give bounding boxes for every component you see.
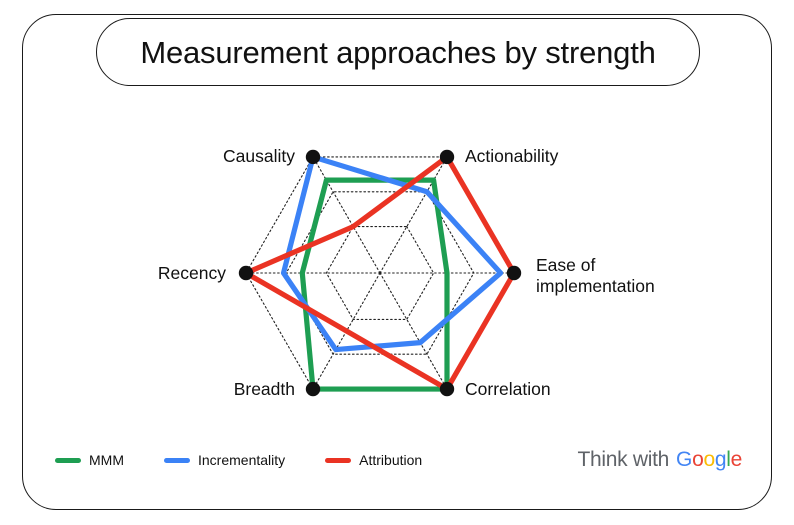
axis-label-recency: Recency <box>158 263 226 283</box>
axis-label-line: Actionability <box>465 146 559 166</box>
google-wordmark: Google <box>676 448 742 472</box>
axis-label-causality: Causality <box>223 146 295 166</box>
legend-swatch-icon <box>325 457 352 463</box>
axis-vertex-dot <box>238 265 254 281</box>
axis-vertex-dot <box>439 149 455 165</box>
google-letter: g <box>714 448 727 471</box>
branding-prefix: Think with <box>577 448 670 471</box>
axis-vertex-dot <box>305 381 321 397</box>
axis-label-actionability: Actionability <box>465 146 559 166</box>
axis-spoke-causality <box>312 156 381 274</box>
series-polygon-incrementality <box>280 154 504 353</box>
legend-item-incrementality[interactable]: Incrementality <box>164 452 285 468</box>
axis-spoke-correlation <box>379 272 448 390</box>
google-letter: G <box>676 448 693 471</box>
legend-swatch-icon <box>164 457 190 463</box>
card-frame <box>22 14 772 510</box>
title-pill: Measurement approaches by strength <box>96 18 700 86</box>
legend-label: MMM <box>89 452 124 468</box>
axis-vertex-dot <box>439 381 455 397</box>
axis-label-line: Breadth <box>234 379 295 399</box>
page-title: Measurement approaches by strength <box>140 34 656 70</box>
axis-vertex-dot <box>305 149 321 165</box>
legend-label: Attribution <box>359 452 423 468</box>
axis-label-breadth: Breadth <box>234 379 295 399</box>
axis-label-line: Causality <box>223 146 295 166</box>
chart-legend: MMM Incrementality Attribution <box>55 452 422 468</box>
grid-ring-1 <box>325 226 435 320</box>
google-letter: o <box>692 448 704 471</box>
axis-spoke-actionability <box>379 156 448 274</box>
axis-label-line: Correlation <box>465 379 551 399</box>
google-letter: l <box>726 448 731 471</box>
axis-label-line: implementation <box>536 276 655 296</box>
axis-label-line: Ease of <box>536 255 595 275</box>
axis-label-line: Recency <box>158 263 226 283</box>
axis-label-correlation: Correlation <box>465 379 551 399</box>
legend-item-mmm[interactable]: MMM <box>55 452 124 468</box>
axis-vertex-dot <box>506 265 522 281</box>
google-letter: o <box>703 448 715 471</box>
think-with-google-logo: Think with Google <box>577 448 742 472</box>
legend-swatch-icon <box>55 457 81 463</box>
radar-axis-vertices <box>238 149 522 397</box>
google-letter: e <box>730 448 743 471</box>
legend-label: Incrementality <box>198 452 286 468</box>
legend-item-attribution[interactable]: Attribution <box>325 452 422 468</box>
